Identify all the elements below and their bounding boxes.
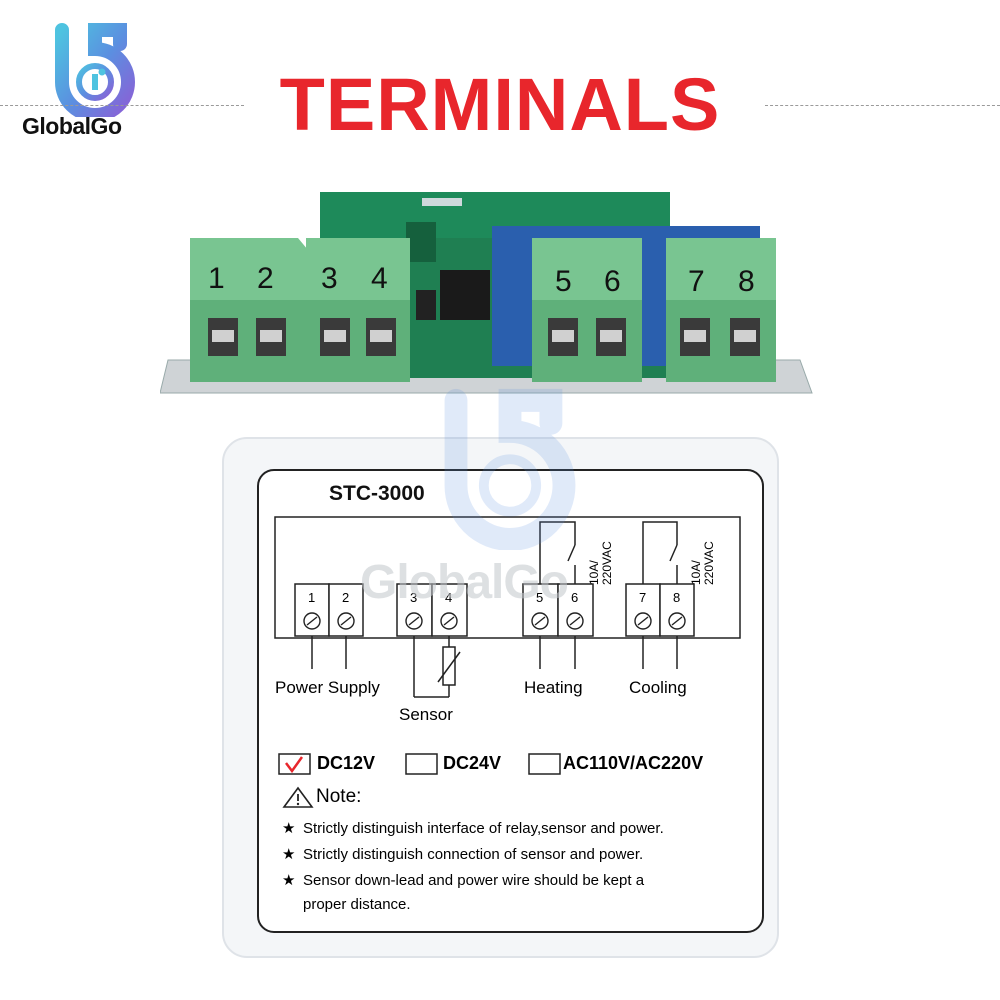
diagram-terminal-3: 3 <box>410 590 418 605</box>
watermark-logo-icon <box>420 380 600 551</box>
note-star-icon: ★ <box>282 846 296 863</box>
terminal-block-cooling <box>666 238 776 382</box>
board-terminal-label-4: 4 <box>371 262 388 295</box>
cooling-relay-rating: 10A/ 220VAC <box>689 541 716 585</box>
terminal-block-heating <box>532 238 642 382</box>
voltage-option-dc24v: DC24V <box>443 753 502 773</box>
terminal-board-photo: 1 2 3 4 5 6 7 8 <box>159 190 820 400</box>
note-title: Note: <box>316 786 362 807</box>
title-divider-left <box>0 105 244 106</box>
dc12v-checkmark-icon <box>285 756 304 774</box>
diagram-terminal-4: 4 <box>445 590 453 605</box>
diagram-terminal-1: 1 <box>308 590 316 605</box>
brand-logo <box>40 22 150 122</box>
globalgo-logo-icon <box>55 23 135 122</box>
heating-label: Heating <box>524 678 583 697</box>
board-terminal-label-2: 2 <box>257 262 274 295</box>
warning-icon <box>282 786 314 808</box>
board-terminal-label-8: 8 <box>738 265 755 298</box>
terminal-block-sensor <box>306 238 410 382</box>
board-terminal-label-1: 1 <box>208 262 225 295</box>
diagram-terminal-5: 5 <box>536 590 544 605</box>
brand-name: GlobalGo <box>22 113 122 139</box>
heating-relay-rating-line2: 220VAC <box>600 541 614 585</box>
diagram-terminal-6: 6 <box>571 590 579 605</box>
voltage-option-dc12v: DC12V <box>317 753 376 773</box>
note-star-icon: ★ <box>282 872 296 889</box>
note-item-1: Strictly distinguish interface of relay,… <box>303 820 664 837</box>
power-supply-label: Power Supply <box>275 678 380 697</box>
board-terminal-label-6: 6 <box>604 265 621 298</box>
watermark-text: GlobalGo <box>360 556 569 609</box>
diagram-model-title: STC-3000 <box>329 482 425 505</box>
page-title: TERMINALS <box>279 63 721 146</box>
note-star-icon: ★ <box>282 820 296 837</box>
board-terminal-label-7: 7 <box>688 265 705 298</box>
note-item-4: proper distance. <box>303 896 411 913</box>
wiring-diagram: STC-3000 1 2 3 4 5 6 7 8 10A/ 220VAC 10A… <box>222 437 779 958</box>
sensor-label: Sensor <box>399 705 453 724</box>
note-item-3: Sensor down-lead and power wire should b… <box>303 872 645 889</box>
terminal-block-power <box>190 238 308 382</box>
title-divider-right <box>765 105 1000 106</box>
diagram-terminal-2: 2 <box>342 590 350 605</box>
diagram-terminal-7: 7 <box>639 590 647 605</box>
voltage-option-ac110v-ac220v: AC110V/AC220V <box>563 753 704 773</box>
board-terminal-label-5: 5 <box>555 265 572 298</box>
diagram-terminal-8: 8 <box>673 590 681 605</box>
cooling-label: Cooling <box>629 678 687 697</box>
cooling-relay-rating-line2: 220VAC <box>702 541 716 585</box>
board-terminal-label-3: 3 <box>321 262 338 295</box>
note-item-2: Strictly distinguish connection of senso… <box>303 846 644 863</box>
